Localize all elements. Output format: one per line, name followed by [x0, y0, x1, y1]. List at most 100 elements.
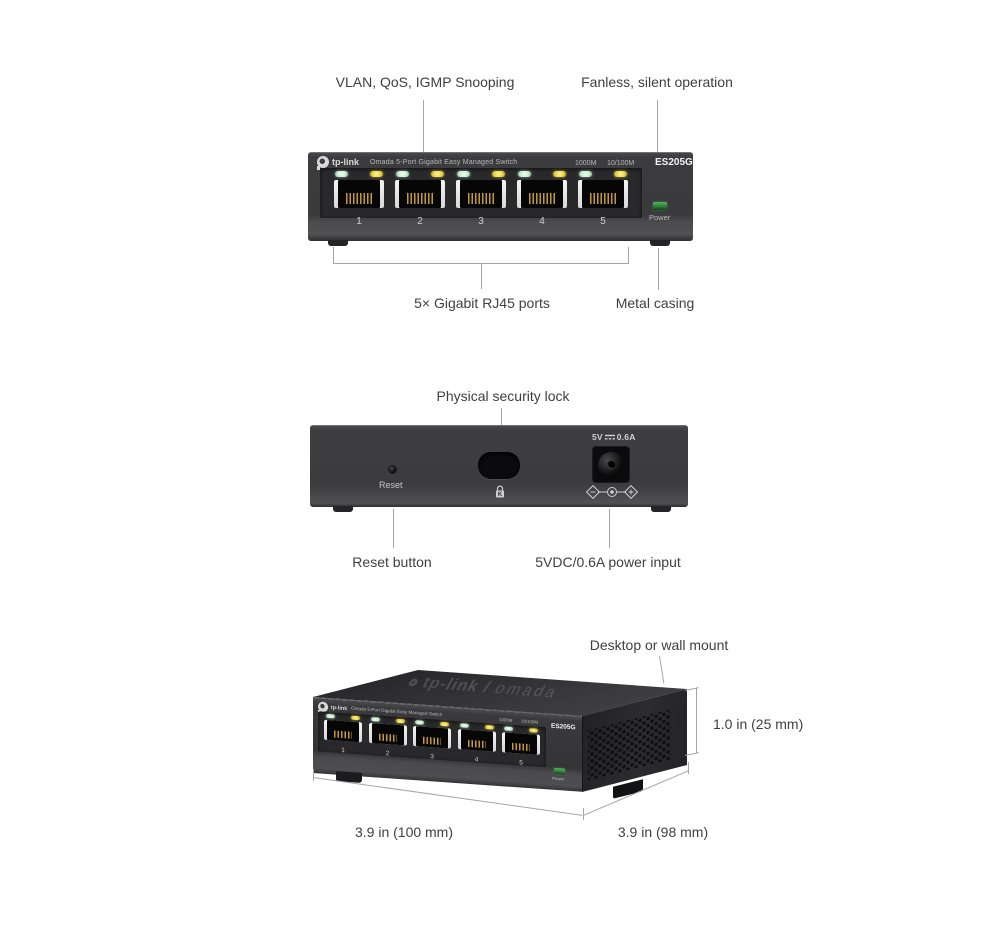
callout-rj45-ports: 5× Gigabit RJ45 ports: [414, 295, 550, 311]
dimension-line-height: [696, 688, 697, 753]
dc-rating-prefix: 5V: [592, 432, 603, 442]
speed-led-yellow: [484, 724, 494, 730]
omada-logo-text: omada: [491, 680, 562, 702]
port-opening: [327, 719, 359, 743]
port-number: 1: [341, 746, 345, 755]
dimension-tick: [583, 808, 584, 820]
kensington-lock-slot: [478, 452, 520, 479]
port-opening: [505, 732, 537, 755]
dc-rating-label: 5V 0.6A: [592, 432, 636, 442]
port-number: 2: [385, 750, 390, 758]
tp-link-logo: tp-link: [317, 156, 359, 170]
port-number: 3: [478, 216, 484, 227]
port-bezel: [456, 180, 506, 208]
bracket-line: [481, 263, 482, 289]
power-led-label: Power: [649, 213, 671, 222]
top-brand-text: tp-link: [419, 674, 483, 696]
speed-led-yellow: [395, 718, 405, 724]
port-bezel: [413, 725, 451, 749]
dc-rating-suffix: 0.6A: [616, 432, 636, 442]
bracket-line: [333, 247, 334, 263]
rj45-port: 2: [391, 168, 449, 227]
port-opening: [371, 723, 404, 746]
led-legend-10-100m: 10/100M: [607, 160, 635, 167]
kensington-lock-icon: K: [496, 485, 504, 498]
port-pins: [512, 742, 530, 752]
callout-reset-button: Reset button: [352, 554, 432, 570]
port-bezel: [517, 180, 567, 208]
rj45-port: 1: [330, 168, 388, 227]
leader-line-fanless: [657, 100, 658, 152]
device-foot: [333, 506, 353, 512]
callout-mount: Desktop or wall mount: [589, 637, 729, 653]
switch-front-view: tp-link Omada 5-Port Gigabit Easy Manage…: [308, 152, 693, 246]
port-bezel: [334, 180, 384, 208]
power-led: [653, 202, 667, 210]
rj45-port: 3: [411, 718, 453, 761]
leader-line-power: [609, 509, 610, 548]
port-pins: [407, 193, 433, 204]
speed-led-yellow: [614, 171, 627, 177]
link-led-green: [415, 720, 424, 725]
rj45-port: 4: [456, 721, 498, 764]
leader-line-metal: [658, 248, 659, 290]
port-number: 3: [430, 753, 434, 761]
reset-label: Reset: [379, 480, 403, 490]
reset-button: [388, 465, 397, 474]
speed-led-yellow: [553, 171, 566, 177]
tp-link-logo-icon: [317, 156, 329, 170]
port-pins: [423, 736, 441, 745]
callout-power-input: 5VDC/0.6A power input: [535, 554, 681, 570]
port-number: 5: [519, 759, 523, 767]
dimension-tick: [688, 762, 689, 774]
callout-metal-casing: Metal casing: [615, 295, 695, 311]
device-foot: [328, 240, 348, 246]
rj45-port: 2: [367, 715, 409, 758]
svg-text:K: K: [498, 492, 503, 498]
dc-power-jack: [592, 446, 630, 483]
rj45-port: 1: [322, 712, 364, 755]
port-bezel: [368, 722, 407, 746]
led-legend-10-100m: 10/100M: [521, 718, 539, 725]
brand-text: tp-link: [330, 704, 348, 712]
device-foot: [650, 240, 670, 246]
switch-back-view: Reset K 5V 0.6A: [310, 425, 688, 512]
rj45-port: 5: [500, 724, 542, 767]
port-number: 2: [417, 216, 423, 227]
link-led-green: [396, 171, 409, 177]
model-label: ES205G: [655, 157, 693, 168]
speed-led-yellow: [351, 715, 360, 721]
port-number: 4: [539, 216, 545, 227]
port-opening: [338, 180, 380, 208]
speed-led-yellow: [529, 728, 538, 733]
speed-led-yellow: [431, 171, 444, 177]
dc-current-icon: [604, 434, 615, 440]
port-pins: [529, 193, 555, 204]
led-legend-1000m: 1000M: [575, 160, 597, 167]
port-opening: [521, 180, 563, 208]
port-bezel: [502, 732, 540, 755]
port-opening: [399, 180, 441, 208]
leader-line-vlan: [423, 100, 424, 152]
top-logo: tp-link / omada: [405, 674, 562, 703]
link-led-green: [579, 171, 592, 177]
dimension-depth-label: 3.9 in (98 mm): [617, 824, 709, 840]
port-leds: [579, 171, 627, 177]
port-pins: [467, 739, 486, 749]
callout-security-lock: Physical security lock: [436, 388, 570, 404]
port-bezel: [457, 729, 496, 752]
dimension-width-label: 3.9 in (100 mm): [354, 824, 454, 840]
port-bezel: [395, 180, 445, 208]
link-led-green: [504, 726, 513, 731]
product-name-text: Omada 5-Port Gigabit Easy Managed Switch: [370, 159, 518, 166]
port-opening: [582, 180, 624, 208]
link-led-green: [518, 171, 531, 177]
port-leds: [457, 171, 505, 177]
port-bezel: [324, 719, 362, 743]
device-foot: [651, 506, 671, 512]
port-leds: [518, 171, 566, 177]
leader-line-reset: [393, 509, 394, 548]
callout-vlan-qos-igmp: VLAN, QoS, IGMP Snooping: [335, 74, 515, 90]
port-pins: [468, 193, 494, 204]
